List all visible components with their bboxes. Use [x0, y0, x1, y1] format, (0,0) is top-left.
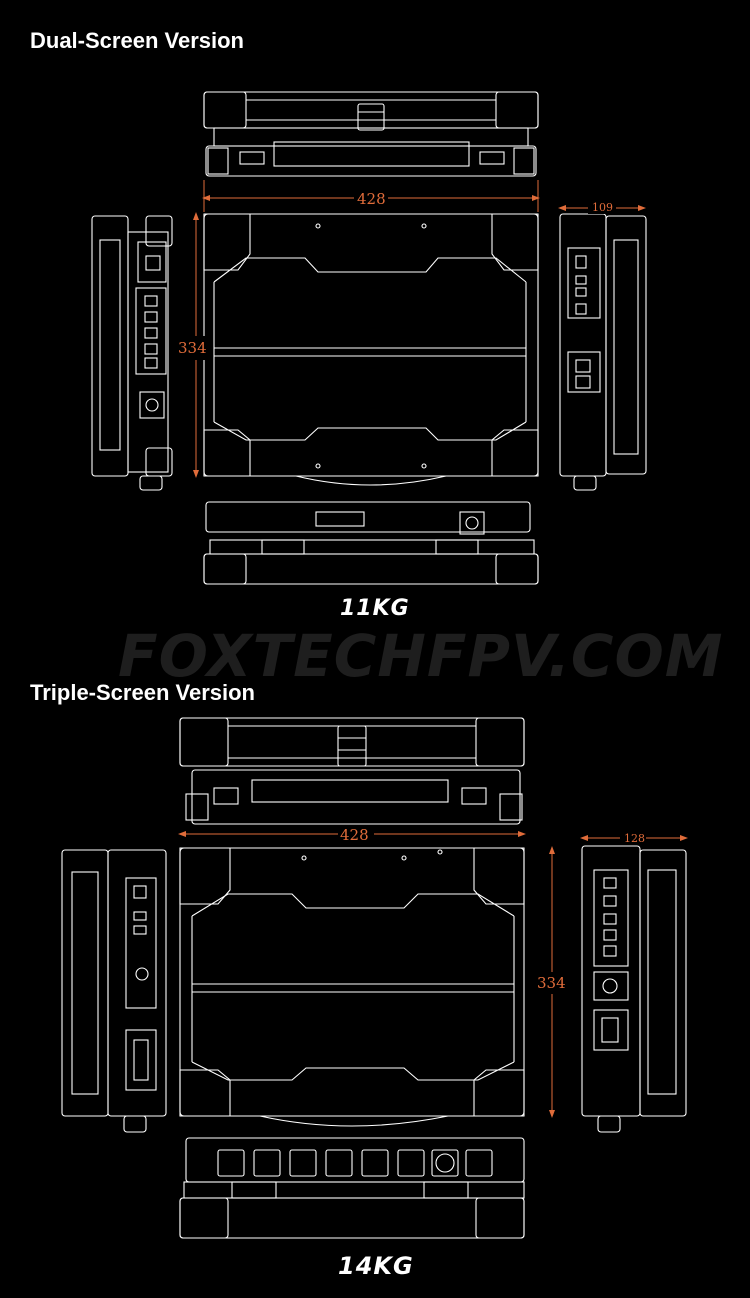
dual-width-label: 428	[357, 190, 386, 208]
watermark: FOXTECHFPV.COM	[118, 622, 724, 690]
section-title-dual: Dual-Screen Version	[30, 28, 244, 53]
dual-height-label: 334	[178, 339, 207, 357]
triple-width-label: 428	[340, 826, 369, 844]
dual-front-view	[203, 213, 539, 486]
triple-front-view	[179, 847, 525, 1127]
dual-top-view	[203, 91, 539, 177]
triple-height-label: 334	[537, 974, 566, 992]
triple-weight-label: 14KG	[338, 1252, 414, 1280]
triple-depth-label: 128	[624, 832, 645, 845]
triple-right-view	[581, 845, 687, 1133]
dual-right-view	[559, 213, 647, 491]
dual-bottom-view	[203, 501, 539, 585]
triple-top-view	[179, 717, 525, 825]
triple-left-view	[61, 849, 167, 1133]
dual-left-view	[91, 215, 173, 491]
triple-bottom-view	[179, 1137, 525, 1239]
dual-weight-label: 11KG	[340, 596, 410, 621]
dual-depth-label: 109	[592, 201, 613, 214]
section-title-triple: Triple-Screen Version	[30, 680, 255, 705]
